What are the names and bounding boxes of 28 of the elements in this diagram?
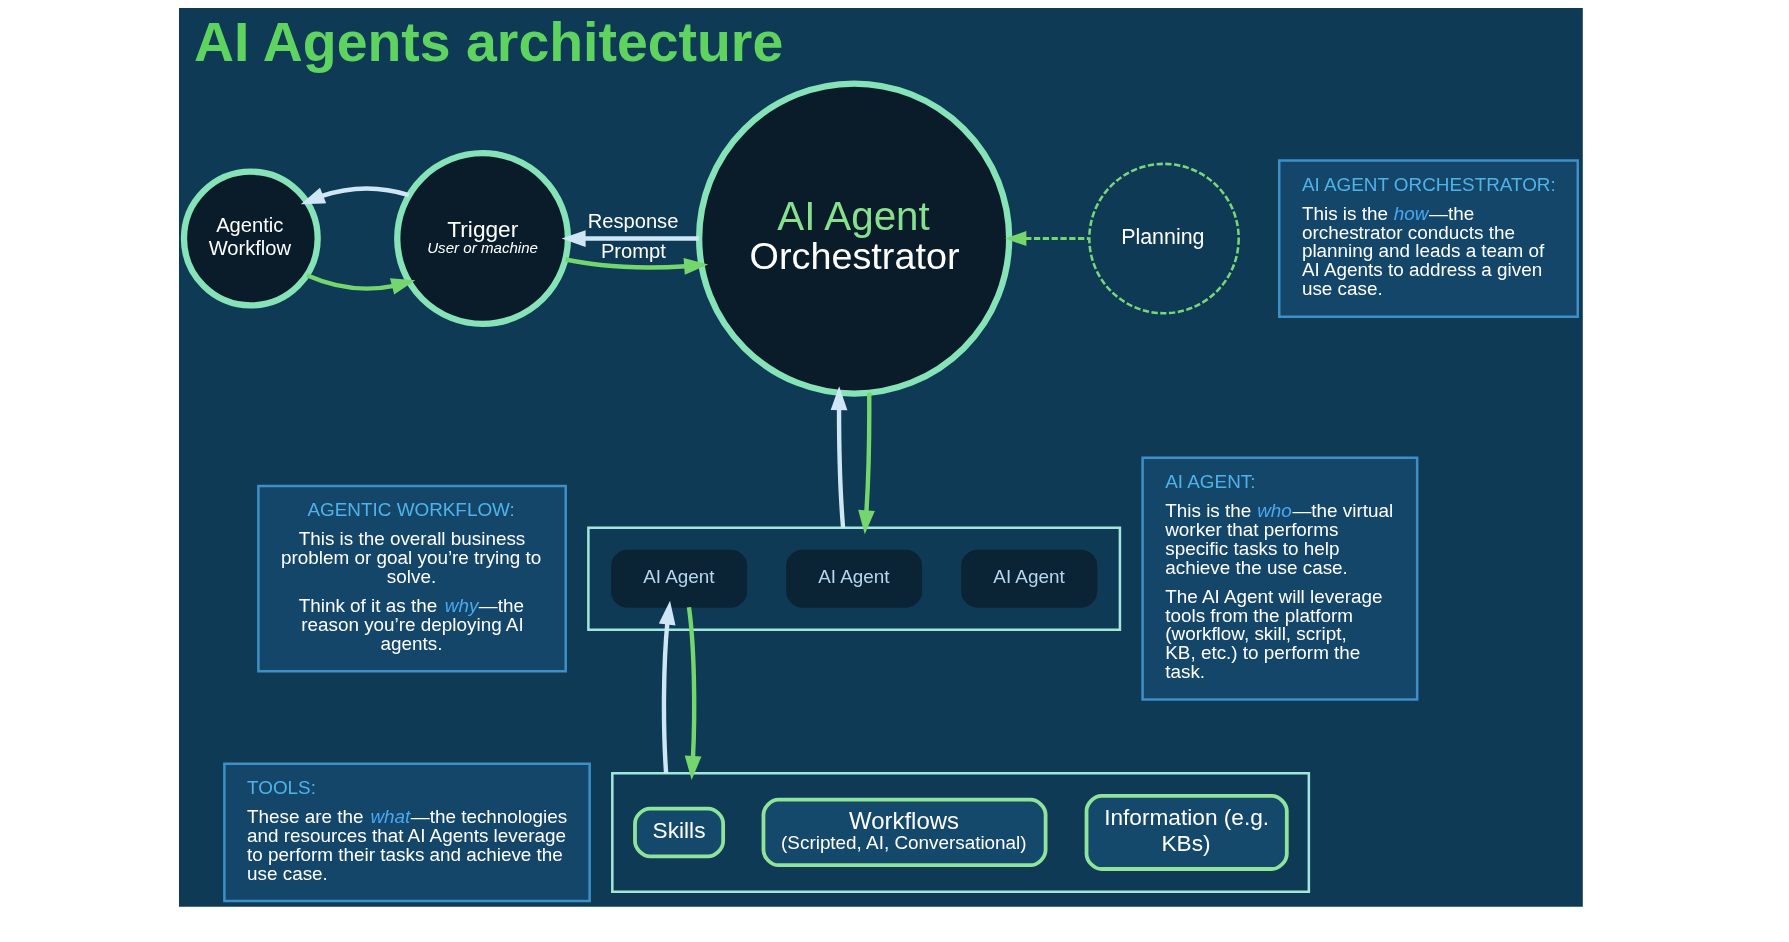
edge-label: Prompt <box>600 240 666 263</box>
node-box: Skills <box>633 806 726 859</box>
arrow <box>830 386 848 528</box>
node-box: Workflows (Scripted, AI, Conversational) <box>761 797 1048 868</box>
arrow <box>684 607 702 780</box>
arrow <box>565 257 709 275</box>
node-box: AI AGENT: This is the who—the virtual worker that performs specific tasks to help achieve the use case. The AI Agent will leverage tools from the platform (workflow, skill, script, KB, etc.) to perform the task. <box>1141 456 1419 701</box>
diagram-title: AI Agents architecture <box>194 11 784 74</box>
node-box: AI Agent <box>611 549 748 608</box>
arrow <box>858 392 875 535</box>
cluster <box>611 772 1311 893</box>
node-circle: Planning <box>1088 162 1240 315</box>
node-circle: AI Agent Orchestrator <box>696 80 1013 397</box>
node-circle: Trigger User or machine <box>394 150 572 328</box>
node-box: AI AGENT ORCHESTRATOR: This is the how—the orchestrator conducts the planning and leads a team of AI Agents to address a given use case. <box>1278 159 1579 318</box>
node-box: TOOLS: These are the what—the technologies and resources that AI Agents leverage to perform their tasks and achieve the use case. <box>223 762 591 903</box>
arrow <box>658 600 676 774</box>
arrow <box>306 273 416 295</box>
node-box: AGENTIC WORKFLOW: This is the overall business problem or goal you’re trying to solve. Think of it as the why—the reason you’re deploying AI agents. <box>257 484 567 673</box>
edge-label: Response <box>587 210 679 233</box>
arrow <box>561 230 699 247</box>
node-box: AI Agent <box>961 549 1098 608</box>
arrow <box>300 186 410 205</box>
cluster <box>587 526 1122 631</box>
node-box: Information (e.g. KBs) <box>1084 794 1289 871</box>
node-circle: Agentic Workflow <box>180 168 321 309</box>
arrow <box>1004 231 1089 247</box>
node-box: AI Agent <box>786 549 923 608</box>
